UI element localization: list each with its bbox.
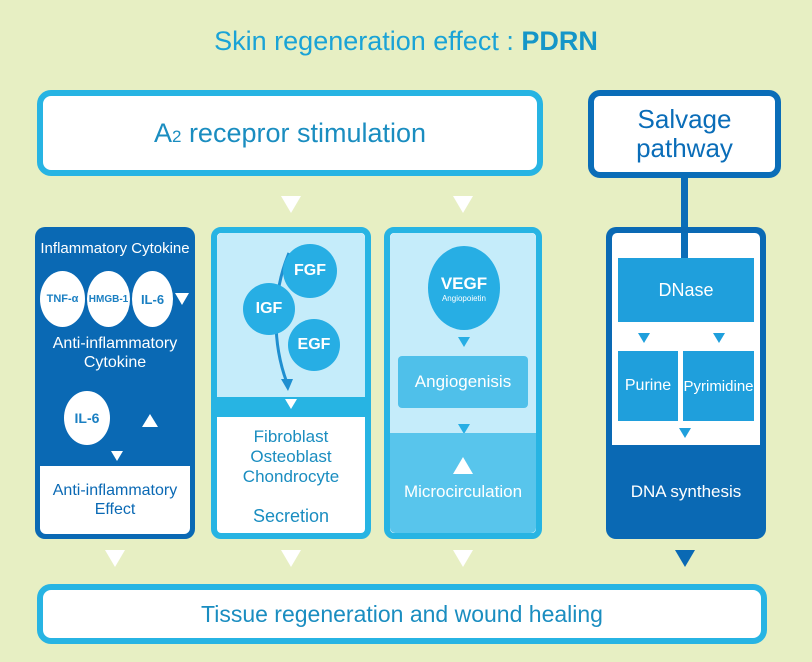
arrow-down-vegf [458,337,470,347]
arrow-down-bottom-col2 [281,550,301,567]
arrow-down-col1-mid [111,451,123,461]
anti-heading-line1: Anti-inflammatory [52,335,178,352]
angiogenesis-box: Angiogenisis [398,356,528,408]
fgf-circle: FGF [283,244,337,298]
salvage-connector [681,178,688,258]
diagram-title: Skin regeneration effect : PDRN [0,26,812,57]
anti-heading-line2: Cytokine [83,354,147,371]
cell-chondrocyte: Chondrocyte [242,467,340,486]
arrow-down-col3 [453,196,473,213]
arrow-up-il6 [142,414,158,427]
microcirculation-label: Microcirculation [403,482,523,501]
arrow-down-dna [679,428,691,438]
title-main: Skin regeneration effect : [214,26,522,56]
receptor-prefix: A [153,117,172,148]
igf-circle: IGF [243,283,295,335]
arrow-down-col2 [281,196,301,213]
arrow-down-bottom-col4 [675,550,695,567]
cell-osteoblast: Osteoblast [250,447,332,466]
cell-types: Fibroblast Osteoblast Chondrocyte [217,427,365,487]
il6-top-circle: IL-6 [132,271,173,327]
salvage-connector-inner [681,233,688,258]
secretion-label: Secretion [252,506,330,526]
salvage-pathway-box: Salvage pathway [588,90,781,178]
tissue-regeneration-box: Tissue regeneration and wound healing [37,584,767,644]
arrow-up-microcirculation [453,457,473,474]
salvage-line1: Salvage [637,104,732,134]
arrow-down-angiogenesis [458,424,470,434]
cell-fibroblast: Fibroblast [253,427,329,446]
inflammatory-cytokine-heading: Inflammatory Cytokine [40,240,190,257]
arrow-down-purine [638,333,650,343]
angiopoietin-label: Angiopoietin [441,293,487,303]
effect-line1: Anti-inflammatory [52,482,178,499]
arrow-down-col2-mid [285,399,297,409]
microcirculation-panel [390,433,536,533]
dna-synthesis-label: DNA synthesis [630,482,742,501]
anti-inflammatory-effect-box: Anti-inflammatory Effect [40,466,190,534]
tnf-alpha-circle: TNF-α [40,271,85,327]
dnase-box: DNase [618,258,754,322]
arrow-down-bottom-col3 [453,550,473,567]
arrow-down-il6 [175,293,189,305]
effect-line2: Effect [94,501,136,518]
egf-circle: EGF [288,319,340,371]
arrow-down-bottom-col1 [105,550,125,567]
receptor-subscript: 2 [171,126,182,146]
title-pdrn: PDRN [521,26,598,56]
il6-bottom-circle: IL-6 [64,391,110,445]
receptor-label: A2 recepror stimulation [154,118,426,149]
vegf-circle: VEGF Angiopoietin [428,246,500,330]
receptor-stimulation-box: A2 recepror stimulation [37,90,543,176]
pyrimidine-box: Pyrimidine [683,351,754,421]
vegf-label: VEGF [440,273,488,293]
anti-inflammatory-cytokine-heading: Anti-inflammatory Cytokine [35,334,195,372]
receptor-text: recepror stimulation [181,117,427,148]
salvage-line2: pathway [636,133,733,163]
purine-box: Purine [618,351,678,421]
arrow-down-pyrimidine [713,333,725,343]
hmgb1-circle: HMGB-1 [87,271,130,327]
